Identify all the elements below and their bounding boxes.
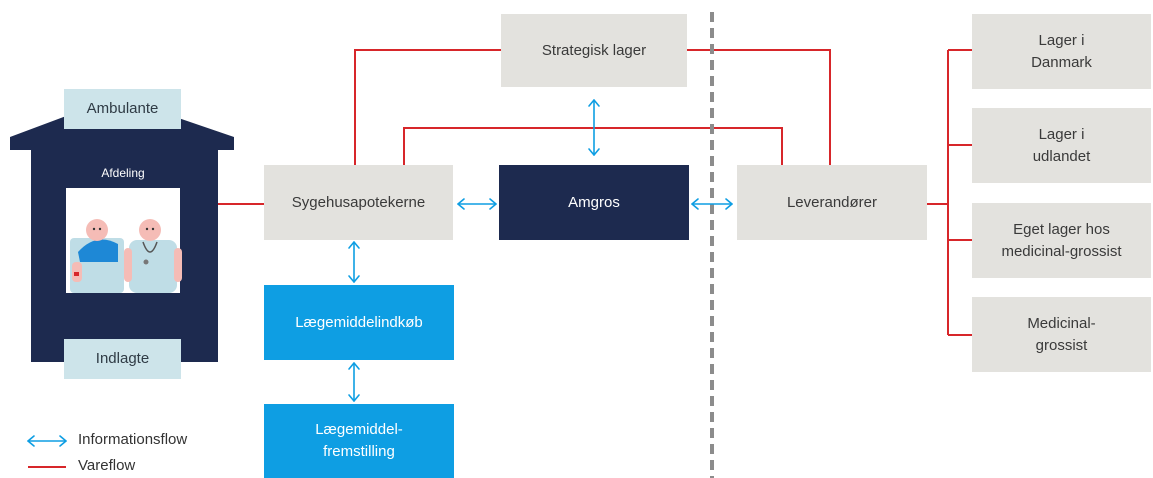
vareflow-sygehus-to-strategisk — [354, 49, 501, 165]
ambulante-label: Ambulante — [64, 89, 181, 129]
node-amgros: Amgros — [499, 165, 689, 240]
doctor-figure — [124, 219, 182, 293]
node-laegemiddelfremstilling: Lægemiddel- fremstilling — [264, 404, 454, 478]
node-eget-lager: Eget lager hos medicinal-grossist — [972, 203, 1151, 278]
vareflow-sygehus-to-leverandorer — [403, 127, 783, 165]
info-arrow-sygehus-laegemiddelindkob — [348, 241, 360, 283]
info-arrow-indkob-fremstilling — [348, 362, 360, 402]
info-arrow-strategisk-amgros — [588, 99, 600, 156]
node-medicinal-grossist: Medicinal- grossist — [972, 297, 1151, 372]
afdeling-label: Afdeling — [101, 166, 145, 180]
node-laegemiddelindkob: Lægemiddelindkøb — [264, 285, 454, 360]
node-lager-danmark: Lager i Danmark — [972, 14, 1151, 89]
node-strategisk-lager: Strategisk lager — [501, 14, 687, 87]
legend-info-label: Informationsflow — [78, 431, 188, 448]
hospital-building — [10, 97, 234, 362]
node-sygehusapotekerne: Sygehusapotekerne — [264, 165, 453, 240]
info-arrow-amgros-leverandorer — [691, 198, 733, 210]
patient-figure — [70, 219, 124, 293]
info-arrow-sygehus-amgros — [457, 198, 497, 210]
node-lager-udlandet: Lager i udlandet — [972, 108, 1151, 183]
indlagte-label: Indlagte — [64, 339, 181, 379]
node-leverandorer: Leverandører — [737, 165, 927, 240]
vareflow-strategisk-to-leverandorer — [687, 49, 831, 165]
legend-info-arrow — [27, 435, 67, 447]
legend-vareflow-label: Vareflow — [78, 457, 136, 474]
